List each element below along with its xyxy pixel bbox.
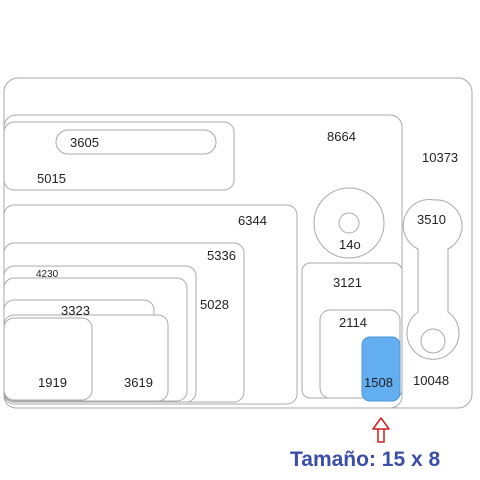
up-arrow-icon [372, 417, 390, 443]
label-6344: 6344 [238, 213, 267, 228]
label-3605: 3605 [70, 135, 99, 150]
label-1508: 1508 [364, 375, 393, 390]
label-5336: 5336 [207, 248, 236, 263]
round-tray-14o-center [338, 212, 360, 234]
label-10048: 10048 [413, 373, 449, 388]
size-caption: Tamaño: 15 x 8 [290, 448, 441, 471]
label-1919: 1919 [38, 375, 67, 390]
tray-1508-highlighted [361, 336, 401, 402]
label-5015: 5015 [37, 171, 66, 186]
bone-tray-3510 [402, 199, 463, 360]
tray-3605 [55, 129, 217, 155]
label-3510: 3510 [417, 212, 446, 227]
label-8664: 8664 [327, 129, 356, 144]
label-3323: 3323 [61, 303, 90, 318]
label-3121: 3121 [333, 275, 362, 290]
label-14o: 14o [339, 237, 361, 252]
label-2114: 2114 [339, 315, 367, 330]
label-3619: 3619 [124, 375, 153, 390]
tray-1919 [3, 317, 93, 401]
label-5028: 5028 [200, 297, 229, 312]
label-4230: 4230 [36, 269, 59, 280]
label-10373: 10373 [422, 150, 458, 165]
